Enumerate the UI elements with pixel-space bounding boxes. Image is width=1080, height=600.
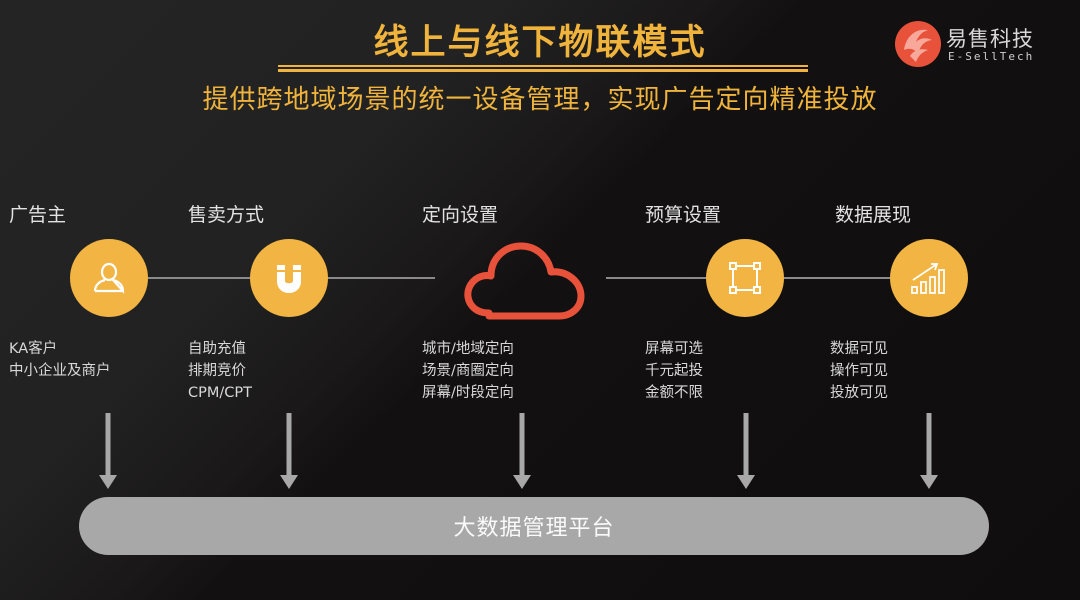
company-logo: 易售科技 E-SellTech xyxy=(894,20,1054,70)
down-arrow-icon xyxy=(99,413,117,489)
connector-line xyxy=(147,277,251,279)
down-arrow-icon xyxy=(280,413,298,489)
phoenix-logo-icon xyxy=(895,21,941,67)
step-title: 广告主 xyxy=(9,204,67,226)
page-title: 线上与线下物联模式 xyxy=(373,23,707,63)
logo-name-en: E-SellTech xyxy=(948,50,1035,63)
title-underline xyxy=(278,65,808,72)
step-description: KA客户 中小企业及商户 xyxy=(9,341,111,379)
select-frame-icon xyxy=(729,262,761,294)
connector-line xyxy=(784,277,892,279)
step-title: 预算设置 xyxy=(645,204,722,226)
step-circle xyxy=(250,239,328,317)
connector-line xyxy=(606,277,708,279)
step-description: 屏幕可选 千元起投 金额不限 xyxy=(645,341,703,401)
magnet-icon xyxy=(277,265,301,293)
step-description: 数据可见 操作可见 投放可见 xyxy=(830,341,888,401)
step-description: 自助充值 排期竞价 CPM/CPT xyxy=(188,341,252,401)
step-circle xyxy=(706,239,784,317)
down-arrow-icon xyxy=(920,413,938,489)
step-circle xyxy=(890,239,968,317)
step-title: 定向设置 xyxy=(422,204,499,226)
platform-label: 大数据管理平台 xyxy=(453,516,615,541)
logo-name-cn: 易售科技 xyxy=(946,27,1034,51)
step-circle xyxy=(70,239,148,317)
connector-line xyxy=(327,277,435,279)
big-data-platform-bar: 大数据管理平台 xyxy=(79,497,989,555)
down-arrow-icon xyxy=(737,413,755,489)
user-icon xyxy=(93,262,125,294)
cloud-icon xyxy=(464,242,585,320)
step-description: 城市/地域定向 场景/商圈定向 屏幕/时段定向 xyxy=(422,341,514,401)
growth-chart-icon xyxy=(911,263,945,294)
step-title: 数据展现 xyxy=(835,204,912,226)
step-title: 售卖方式 xyxy=(188,204,265,226)
page-subtitle: 提供跨地域场景的统一设备管理，实现广告定向精准投放 xyxy=(202,85,878,115)
down-arrow-icon xyxy=(513,413,531,489)
